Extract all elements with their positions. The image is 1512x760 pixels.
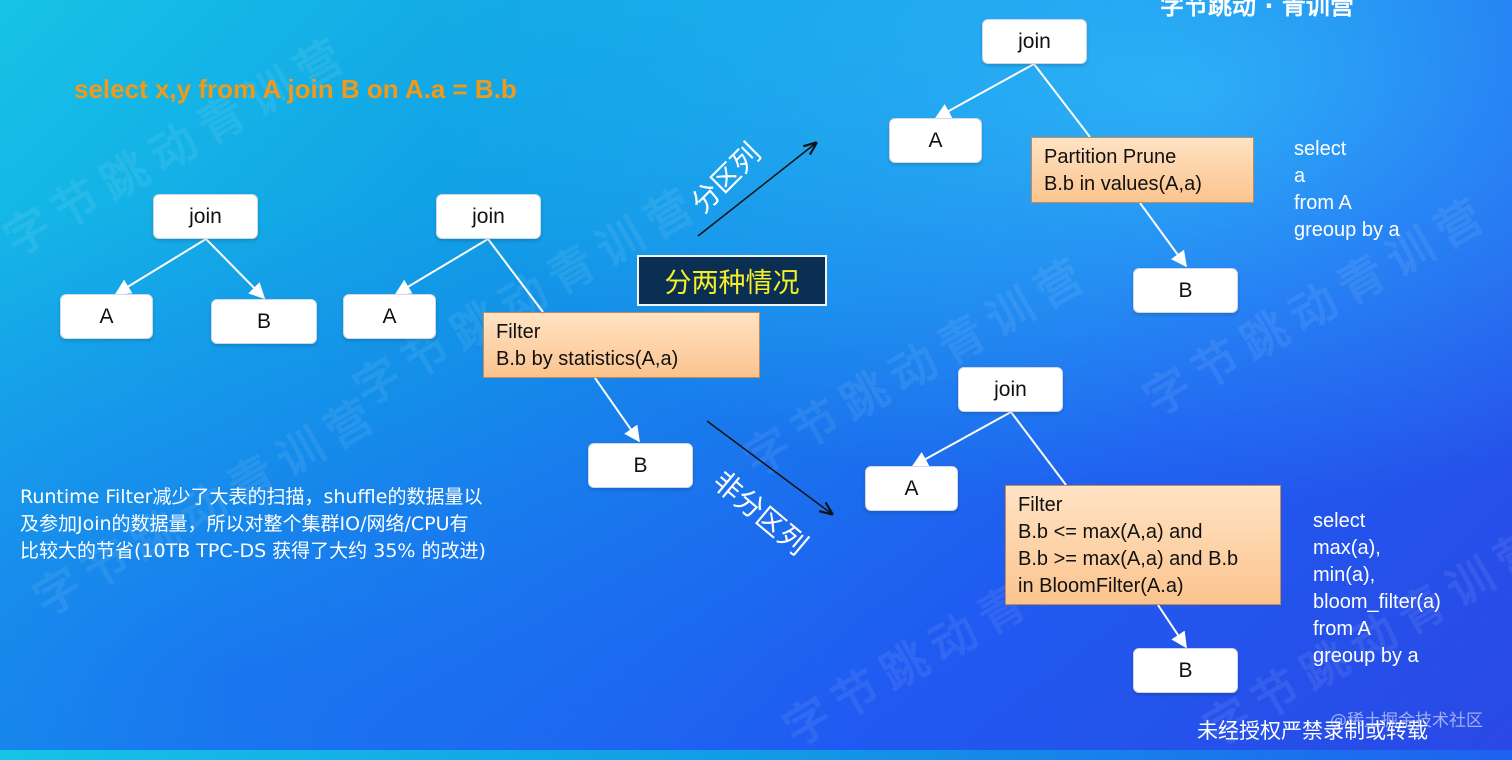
edge-join4-a — [911, 411, 1012, 467]
edge-filter2-b — [1157, 604, 1187, 649]
description-line: 比较大的节省(10TB TPC-DS 获得了大约 35% 的改进) — [20, 540, 486, 562]
sql-line: min(a), — [1313, 564, 1376, 586]
edge-join1-a — [114, 238, 207, 295]
partition-sql: select a from A greoup by a — [1294, 136, 1400, 244]
source-credit: @稀土掘金技术社区 — [1330, 711, 1483, 731]
edge-join3-a — [934, 63, 1035, 119]
edge-join1-b — [205, 238, 266, 300]
filter-line: B.b by statistics(A,a) — [496, 348, 679, 370]
table-b-node: B — [1133, 648, 1238, 693]
filter-line: Filter — [496, 321, 541, 343]
filter-line: in BloomFilter(A.a) — [1018, 575, 1184, 597]
table-b-node: B — [211, 299, 317, 344]
statistics-filter-node: Filter B.b by statistics(A,a) — [483, 312, 760, 378]
prune-line: B.b in values(A,a) — [1044, 173, 1202, 195]
edge-join2-a — [394, 238, 489, 295]
brand-logo: 字节跳动 · 青训营 — [1160, 0, 1354, 20]
sql-line: a — [1294, 165, 1306, 187]
edge-join4-filter — [1010, 411, 1067, 486]
table-a-node: A — [865, 466, 958, 511]
join-node: join — [436, 194, 541, 239]
filter-line: B.b >= max(A,a) and B.b — [1018, 548, 1239, 570]
description-line: Runtime Filter减少了大表的扫描，shuffle的数据量以 — [20, 486, 483, 508]
bloom-filter-node: Filter B.b <= max(A,a) and B.b >= max(A,… — [1005, 485, 1281, 605]
table-b-node: B — [588, 443, 693, 488]
sql-line: select — [1294, 138, 1347, 160]
table-a-node: A — [60, 294, 153, 339]
description-line: 及参加Join的数据量，所以对整个集群IO/网络/CPU有 — [20, 513, 469, 535]
edge-filter-b — [594, 377, 640, 443]
sql-line: select — [1313, 510, 1366, 532]
join-node: join — [153, 194, 258, 239]
case-label: 分两种情况 — [637, 255, 827, 306]
arrow-to-partition — [697, 143, 816, 237]
partition-prune-node: Partition Prune B.b in values(A,a) — [1031, 137, 1254, 203]
edge-join3-prune — [1033, 63, 1091, 138]
sql-line: greoup by a — [1294, 219, 1400, 241]
sql-line: from A — [1313, 618, 1371, 640]
edge-join2-filter — [487, 238, 544, 313]
sql-title: select x,y from A join B on A.a = B.b — [74, 74, 517, 104]
bottom-sql: select max(a), min(a), bloom_filter(a) f… — [1313, 508, 1441, 670]
runtime-filter-description: Runtime Filter减少了大表的扫描，shuffle的数据量以 及参加J… — [20, 484, 486, 565]
copyright-notice: 未经授权严禁录制或转载 — [1197, 719, 1428, 743]
filter-line: B.b <= max(A,a) and — [1018, 521, 1203, 543]
table-a-node: A — [343, 294, 436, 339]
sql-line: from A — [1294, 192, 1352, 214]
join-node: join — [982, 19, 1087, 64]
table-b-node: B — [1133, 268, 1238, 313]
arrow-to-non-partition — [706, 420, 832, 514]
join-node: join — [958, 367, 1063, 412]
table-a-node: A — [889, 118, 982, 163]
sql-line: greoup by a — [1313, 645, 1419, 667]
edge-prune-b — [1139, 202, 1187, 268]
sql-line: max(a), — [1313, 537, 1381, 559]
sql-line: bloom_filter(a) — [1313, 591, 1441, 613]
filter-line: Filter — [1018, 494, 1063, 516]
prune-line: Partition Prune — [1044, 146, 1177, 168]
